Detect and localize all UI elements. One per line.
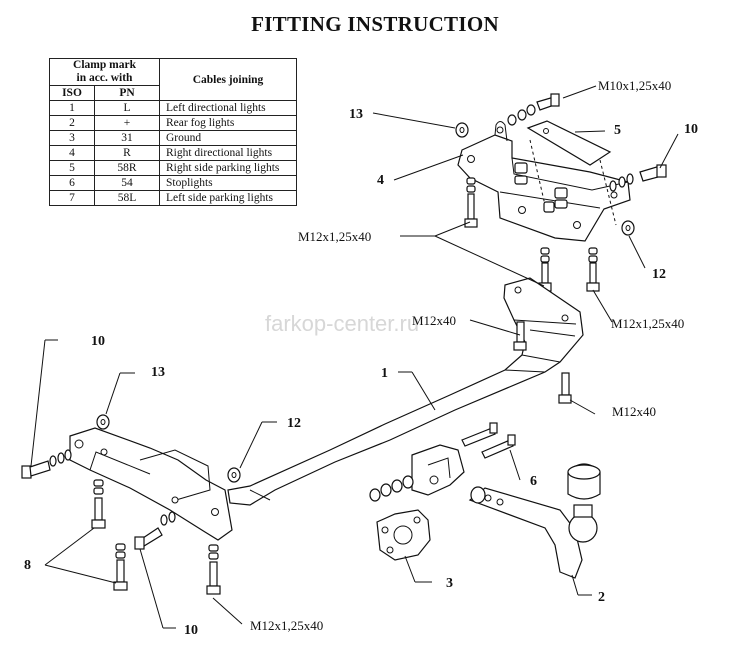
description-cell: Right directional lights (159, 145, 297, 161)
watermark: farkop-center.ru (265, 311, 419, 336)
bottom-bolt-stack (206, 544, 221, 595)
leader-lines (30, 85, 679, 629)
callout-2: 2 (598, 590, 605, 605)
callout-4: 4 (377, 173, 384, 188)
tow-ball-arm (468, 463, 601, 579)
clamp-mark-header: Clamp mark in acc. with (49, 58, 160, 86)
callout-12-left: 12 (287, 416, 301, 431)
callout-10-right: 10 (684, 122, 698, 137)
description-cell: Left side parking lights (159, 190, 297, 206)
left-m10-bolt-set (21, 449, 72, 479)
bolt-spec-m10-top: M10x1,25x40 (598, 78, 671, 93)
callout-12-right: 12 (652, 267, 666, 282)
top-m10-bolt-set (507, 93, 560, 126)
callout-8: 8 (24, 558, 31, 573)
callout-5: 5 (614, 123, 621, 138)
bolt-spec-m12x125-bottom: M12x1,25x40 (250, 618, 323, 633)
page-title: FITTING INSTRUCTION (251, 12, 499, 36)
description-cell: Right side parking lights (159, 160, 297, 176)
clamp-mark-header-line1: Clamp mark (73, 59, 136, 71)
left-bolt-stack-lower (113, 543, 128, 591)
crossbar-bolt-mid (513, 321, 527, 351)
callout-1: 1 (381, 366, 388, 381)
ball-mount-holder (411, 444, 465, 496)
left-bolt-stack-outer (91, 479, 106, 529)
crossbar-bolt-right (558, 372, 572, 404)
right-m10-bolt-set (609, 164, 667, 192)
callout-13-top: 13 (349, 107, 363, 122)
right-side-bracket (457, 121, 631, 242)
callout-10-bottom: 10 (184, 623, 198, 638)
callout-3: 3 (446, 576, 453, 591)
bracket-bolt-left (464, 177, 478, 228)
reinforcement-plate (526, 120, 617, 226)
cables-joining-header: Cables joining (159, 58, 297, 101)
left-side-bracket (69, 427, 233, 541)
bracket-bolt-right (586, 247, 600, 292)
callout-6: 6 (530, 474, 537, 489)
ball-bolts (461, 422, 516, 459)
description-cell: Stoplights (159, 175, 297, 191)
socket-nuts (369, 475, 414, 502)
left-bolt-inner (134, 511, 176, 550)
callout-10-left: 10 (91, 334, 105, 349)
bracket-nuts (514, 162, 568, 213)
bolt-spec-m12x125-left: M12x1,25x40 (298, 229, 371, 244)
main-crossbar (227, 277, 584, 506)
bolt-spec-m12x125-right: M12x1,25x40 (611, 316, 684, 331)
pn-cell: 58L (94, 190, 160, 206)
bolt-spec-m12x40-right: M12x40 (612, 404, 656, 419)
pn-cell: 58R (94, 160, 160, 176)
cable-joining-table: Clamp mark in acc. with Cables joining I… (49, 58, 297, 206)
callout-13-left: 13 (151, 365, 165, 380)
pn-column-header: PN (94, 85, 160, 101)
clamp-mark-header-line2: in acc. with (76, 72, 133, 84)
electrical-socket-plate (376, 509, 431, 561)
bolt-spec-m12x40-mid: M12x40 (412, 313, 456, 328)
